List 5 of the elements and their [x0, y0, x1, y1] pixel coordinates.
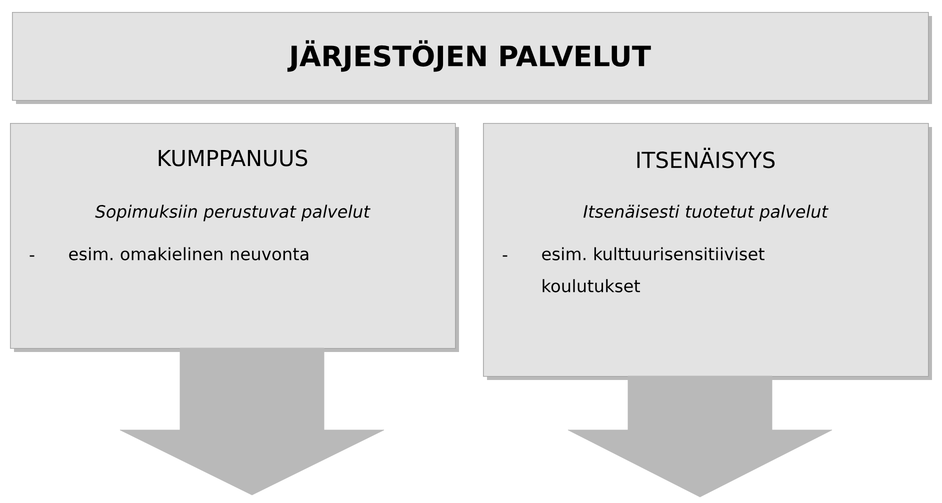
block-arrow — [568, 376, 832, 498]
category-box: ITSENÄISYYS Itsenäisesti tuotetut palvelut - esim. kulttuurisensitiiviset koulutukset — [483, 123, 932, 380]
category-box: KUMPPANUUS Sopimuksiin perustuvat palvelut - esim. omakielinen neuvonta — [10, 123, 459, 352]
title-box: JÄRJESTÖJEN PALVELUT — [12, 12, 932, 104]
block-arrow — [120, 348, 384, 496]
